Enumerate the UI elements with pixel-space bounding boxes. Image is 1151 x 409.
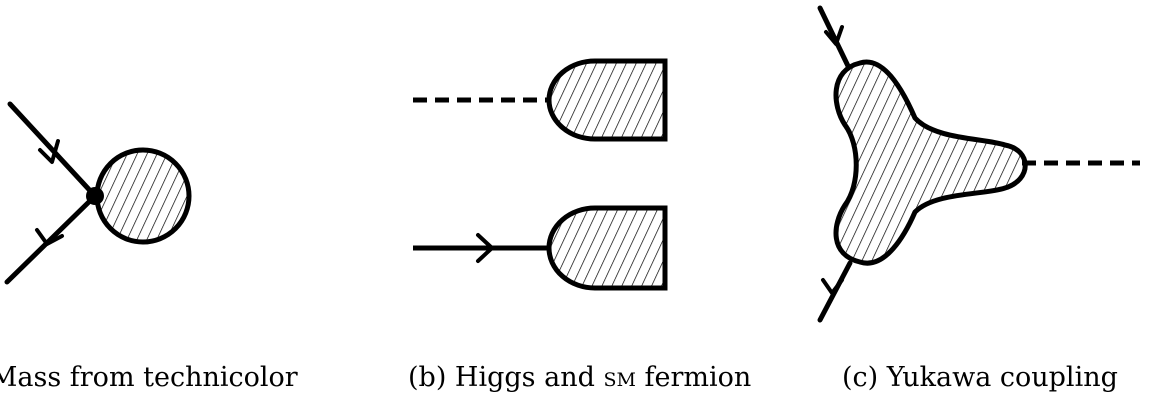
incoming-fermion-arrow-icon: [38, 139, 60, 164]
caption-a-text: (a) Mass from technicolor: [0, 362, 298, 393]
hatched-blob: [94, 147, 192, 245]
caption-a: (a) Mass from technicolor: [0, 364, 298, 391]
fermion-line-bottom-arrow-icon: [821, 278, 844, 295]
hatched-half-blob-bottom: [546, 205, 668, 291]
hatched-trefoil-blob: [833, 59, 1028, 266]
fermion-arrow-icon: [476, 233, 494, 263]
caption-c-text: (c) Yukawa coupling: [842, 362, 1118, 393]
vertex-dot: [86, 187, 104, 205]
panel-c-diagram: [817, 5, 1140, 323]
caption-b-suffix: fermion: [635, 362, 752, 393]
caption-b-sm: sm: [603, 362, 636, 393]
caption-b-prefix: (b) Higgs and: [408, 362, 604, 393]
outgoing-fermion-line: [4, 193, 98, 285]
caption-c: (c) Yukawa coupling: [842, 364, 1118, 391]
hatched-half-blob-top: [546, 58, 668, 142]
outgoing-fermion-arrow-icon: [35, 228, 64, 246]
panel-a-diagram: [4, 101, 192, 285]
fermion-line-top: [817, 5, 851, 69]
panel-b-diagram: [413, 58, 668, 291]
caption-b: (b) Higgs and sm fermion: [408, 364, 751, 391]
fermion-line-top-arrow-icon: [824, 25, 844, 46]
incoming-fermion-line: [7, 101, 98, 199]
